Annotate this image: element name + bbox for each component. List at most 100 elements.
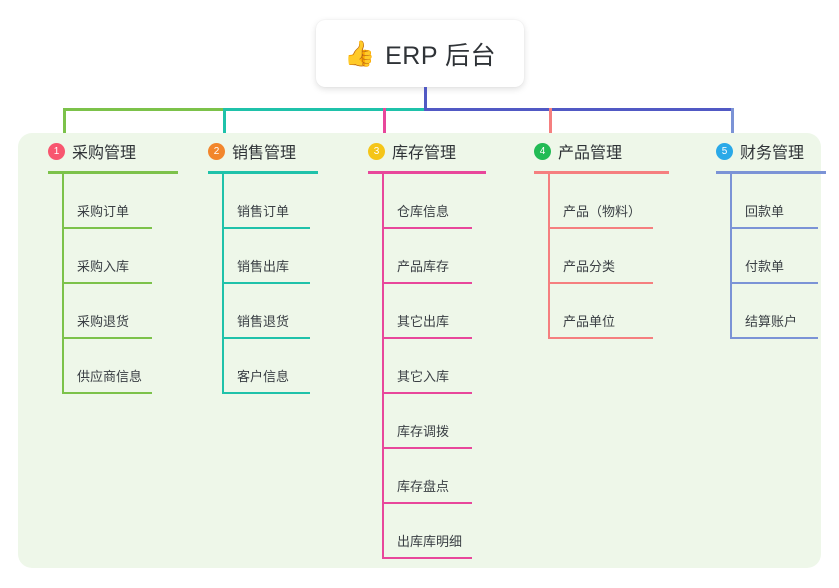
leaf-node-label: 产品分类 xyxy=(563,259,616,274)
leaf-node[interactable]: 采购订单 xyxy=(62,174,152,229)
leaf-node-label: 产品库存 xyxy=(397,259,450,274)
leaf-node[interactable]: 销售出库 xyxy=(222,229,310,284)
column-drop-stub-5 xyxy=(731,108,734,145)
column-number-badge: 1 xyxy=(48,142,65,160)
column-title: 销售管理 xyxy=(232,145,297,162)
leaf-node-rule xyxy=(730,282,818,284)
leaf-node[interactable]: 采购退货 xyxy=(62,284,152,339)
leaf-node-rule xyxy=(382,337,472,339)
leaf-node[interactable]: 其它入库 xyxy=(382,339,472,394)
leaf-node-rule xyxy=(222,227,310,229)
leaf-node-label: 采购退货 xyxy=(77,314,130,329)
leaf-node-label: 销售订单 xyxy=(237,204,290,219)
branch-column-2: 2 销售管理销售订单销售出库销售退货客户信息 xyxy=(200,133,318,394)
column-header-3[interactable]: 3 库存管理 xyxy=(360,133,456,169)
column-drop-stub-2 xyxy=(223,108,226,145)
leaf-node-label: 采购入库 xyxy=(77,259,130,274)
leaf-node-rule xyxy=(222,337,310,339)
leaf-node-label: 销售退货 xyxy=(237,314,290,329)
column-title: 产品管理 xyxy=(558,145,623,162)
leaf-node-label: 其它出库 xyxy=(397,314,450,329)
leaf-node[interactable]: 销售退货 xyxy=(222,284,310,339)
leaf-node-label: 库存盘点 xyxy=(397,479,450,494)
branch-column-5: 5 财务管理回款单付款单结算账户 xyxy=(708,133,826,339)
leaf-node-label: 采购订单 xyxy=(77,204,130,219)
leaf-node-label: 其它入库 xyxy=(397,369,450,384)
column-header-2[interactable]: 2 销售管理 xyxy=(200,133,296,169)
column-header-rule xyxy=(208,171,318,174)
column-title: 财务管理 xyxy=(740,145,805,162)
bus-segment-1 xyxy=(63,108,223,111)
leaf-node-rule xyxy=(62,227,152,229)
leaf-node[interactable]: 付款单 xyxy=(730,229,818,284)
column-spine-line xyxy=(382,174,384,559)
column-title: 采购管理 xyxy=(72,145,137,162)
leaf-node-rule xyxy=(62,392,152,394)
leaf-node-rule xyxy=(382,557,472,559)
column-number-badge: 5 xyxy=(716,142,733,160)
leaf-node-rule xyxy=(730,337,818,339)
branch-column-4: 4 产品管理产品（物料） 产品分类产品单位 xyxy=(526,133,669,339)
column-drop-stub-4 xyxy=(549,108,552,145)
leaf-node[interactable]: 产品单位 xyxy=(548,284,653,339)
column-title: 库存管理 xyxy=(392,145,457,162)
leaf-node-label: 仓库信息 xyxy=(397,204,450,219)
leaf-node[interactable]: 客户信息 xyxy=(222,339,310,394)
column-drop-stub-1 xyxy=(63,108,66,145)
leaf-node-rule xyxy=(548,282,653,284)
leaf-node-label: 库存调拨 xyxy=(397,424,450,439)
leaf-node[interactable]: 回款单 xyxy=(730,174,818,229)
column-header-4[interactable]: 4 产品管理 xyxy=(526,133,622,169)
leaf-node-rule xyxy=(548,337,653,339)
leaf-node[interactable]: 销售订单 xyxy=(222,174,310,229)
column-header-rule xyxy=(534,171,669,174)
leaf-node-label: 出库库明细 xyxy=(397,534,463,549)
leaf-node-label: 产品单位 xyxy=(563,314,616,329)
column-spine-line xyxy=(548,174,550,339)
leaf-node[interactable]: 产品库存 xyxy=(382,229,472,284)
leaf-node[interactable]: 其它出库 xyxy=(382,284,472,339)
leaf-node-rule xyxy=(382,502,472,504)
column-number-badge: 4 xyxy=(534,142,551,160)
leaf-node-rule xyxy=(62,337,152,339)
leaf-node-rule xyxy=(382,447,472,449)
branch-column-3: 3 库存管理仓库信息产品库存其它出库其它入库库存调拨库存盘点出库库明细 xyxy=(360,133,486,559)
leaf-node-rule xyxy=(222,282,310,284)
leaf-node-label: 客户信息 xyxy=(237,369,290,384)
leaf-node[interactable]: 产品（物料） xyxy=(548,174,653,229)
branch-column-1: 1 采购管理采购订单采购入库采购退货供应商信息 xyxy=(40,133,178,394)
column-drop-stub-3 xyxy=(383,108,386,145)
column-header-rule xyxy=(716,171,826,174)
column-spine-line xyxy=(62,174,64,394)
column-header-5[interactable]: 5 财务管理 xyxy=(708,133,804,169)
leaf-node-rule xyxy=(382,227,472,229)
leaf-node[interactable]: 供应商信息 xyxy=(62,339,152,394)
leaf-node[interactable]: 库存盘点 xyxy=(382,449,472,504)
leaf-node[interactable]: 仓库信息 xyxy=(382,174,472,229)
leaf-node-label: 回款单 xyxy=(745,204,785,219)
root-node-card[interactable]: 👍 ERP 后台 xyxy=(316,20,524,87)
leaf-node-rule xyxy=(730,227,818,229)
leaf-node[interactable]: 采购入库 xyxy=(62,229,152,284)
bus-segment-2 xyxy=(223,108,424,111)
leaf-node[interactable]: 结算账户 xyxy=(730,284,818,339)
leaf-node[interactable]: 产品分类 xyxy=(548,229,653,284)
leaf-node-rule xyxy=(382,282,472,284)
org-chart-panel: 1 采购管理采购订单采购入库采购退货供应商信息 2 销售管理销售订单销售出库销售退货客… xyxy=(18,133,826,568)
leaf-node[interactable]: 库存调拨 xyxy=(382,394,472,449)
leaf-node-rule xyxy=(222,392,310,394)
column-header-1[interactable]: 1 采购管理 xyxy=(40,133,136,169)
column-number-badge: 2 xyxy=(208,142,225,160)
column-spine-line xyxy=(730,174,732,339)
thumbs-up-icon: 👍 xyxy=(343,39,376,68)
column-number-badge: 3 xyxy=(368,142,385,160)
leaf-node-rule xyxy=(382,392,472,394)
column-header-rule xyxy=(48,171,178,174)
column-header-rule xyxy=(368,171,486,174)
leaf-node[interactable]: 出库库明细 xyxy=(382,504,472,559)
bus-segment-3 xyxy=(424,108,733,111)
leaf-node-label: 结算账户 xyxy=(745,314,798,329)
leaf-node-label: 供应商信息 xyxy=(77,369,143,384)
root-node-title: ERP 后台 xyxy=(385,41,497,70)
column-spine-line xyxy=(222,174,224,394)
